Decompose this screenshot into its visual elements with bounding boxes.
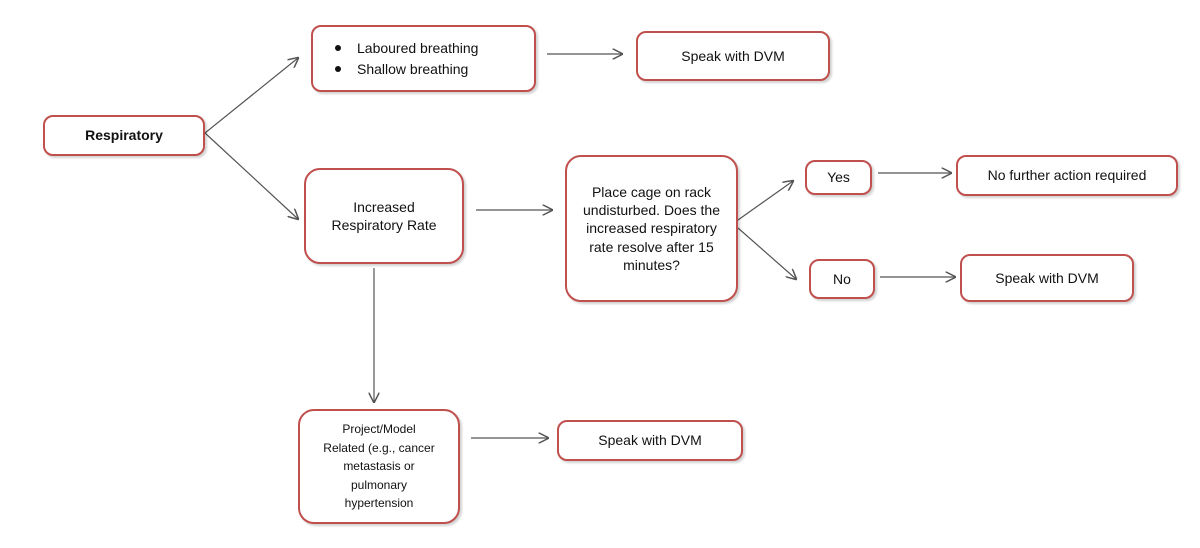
- arrow-place-cage-to-no: [737, 227, 796, 279]
- yes-node: Yes: [805, 160, 872, 195]
- breathing-symptoms-node: Laboured breathing Shallow breathing: [311, 25, 536, 92]
- speak-dvm-label-mid: Speak with DVM: [995, 269, 1099, 286]
- increased-rate-label: Increased Respiratory Rate: [331, 198, 437, 233]
- increased-rate-node: Increased Respiratory Rate: [304, 168, 464, 264]
- no-label: No: [833, 270, 851, 287]
- no-further-action-node: No further action required: [956, 155, 1178, 196]
- speak-dvm-node-top: Speak with DVM: [636, 31, 830, 81]
- arrow-respiratory-to-breathing: [204, 58, 298, 134]
- project-model-node: Project/Model Related (e.g., cancer meta…: [298, 409, 460, 524]
- place-cage-label: Place cage on rack undisturbed. Does the…: [583, 184, 720, 273]
- no-node: No: [809, 259, 875, 299]
- project-model-label: Project/Model Related (e.g., cancer meta…: [323, 422, 435, 511]
- breathing-item-laboured: Laboured breathing: [335, 39, 534, 57]
- place-cage-node: Place cage on rack undisturbed. Does the…: [565, 155, 738, 302]
- respiratory-label: Respiratory: [85, 127, 163, 144]
- speak-dvm-node-mid: Speak with DVM: [960, 254, 1134, 302]
- breathing-symptoms-list: Laboured breathing Shallow breathing: [313, 37, 534, 79]
- speak-dvm-label-bottom: Speak with DVM: [598, 432, 702, 449]
- yes-label: Yes: [827, 169, 850, 186]
- respiratory-node: Respiratory: [43, 115, 205, 156]
- speak-dvm-node-bottom: Speak with DVM: [557, 420, 743, 461]
- speak-dvm-label-top: Speak with DVM: [681, 47, 785, 64]
- arrow-place-cage-to-yes: [737, 181, 793, 221]
- no-further-action-label: No further action required: [987, 167, 1147, 184]
- arrow-respiratory-to-increased-rate: [204, 132, 298, 219]
- breathing-item-shallow: Shallow breathing: [335, 60, 534, 78]
